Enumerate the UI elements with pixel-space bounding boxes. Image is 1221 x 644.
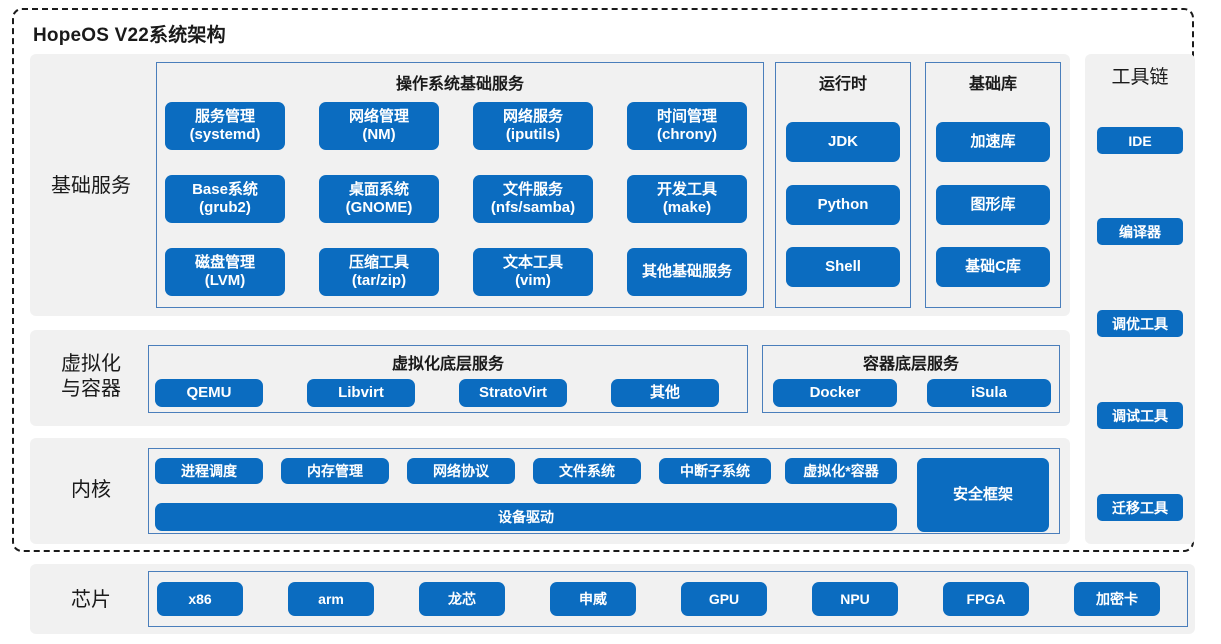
chip-isula[interactable]: iSula — [927, 379, 1051, 407]
chip-file-service[interactable]: 文件服务 (nfs/samba) — [473, 175, 593, 223]
chip-crypto-card[interactable]: 加密卡 — [1074, 582, 1160, 616]
chip-base-c-library[interactable]: 基础C库 — [936, 247, 1050, 287]
row-label-kernel: 内核 — [71, 479, 111, 501]
group-title-os-base-services: 操作系统基础服务 — [395, 76, 524, 93]
chip-network-management[interactable]: 网络管理 (NM) — [319, 102, 439, 150]
row-label-chips: 芯片 — [71, 589, 111, 611]
chip-virt-container[interactable]: 虚拟化*容器 — [785, 458, 897, 484]
chip-disk-management[interactable]: 磁盘管理 (LVM) — [165, 248, 285, 296]
chip-gpu[interactable]: GPU — [681, 582, 767, 616]
chip-stratovirt[interactable]: StratoVirt — [459, 379, 567, 407]
page-title: HopeOS V22系统架构 — [33, 25, 226, 46]
chip-graphics-library[interactable]: 图形库 — [936, 185, 1050, 225]
chip-jdk[interactable]: JDK — [786, 122, 900, 162]
chip-network-protocol[interactable]: 网络协议 — [407, 458, 515, 484]
chip-process-scheduler[interactable]: 进程调度 — [155, 458, 263, 484]
chip-x86[interactable]: x86 — [157, 582, 243, 616]
chip-accel-library[interactable]: 加速库 — [936, 122, 1050, 162]
toolchain-title: 工具链 — [1111, 67, 1169, 88]
group-title-runtime: 运行时 — [818, 76, 867, 93]
chip-fpga[interactable]: FPGA — [943, 582, 1029, 616]
chip-qemu[interactable]: QEMU — [155, 379, 263, 407]
chip-security-framework[interactable]: 安全框架 — [917, 458, 1049, 532]
chip-dev-tools[interactable]: 开发工具 (make) — [627, 175, 747, 223]
tool-chip-ide[interactable]: IDE — [1097, 127, 1183, 154]
tool-chip-migration[interactable]: 迁移工具 — [1097, 494, 1183, 521]
chip-compression-tools[interactable]: 压缩工具 (tar/zip) — [319, 248, 439, 296]
chip-text-tools[interactable]: 文本工具 (vim) — [473, 248, 593, 296]
row-label-virtualization: 虚拟化 与容器 — [61, 353, 121, 400]
chip-libvirt[interactable]: Libvirt — [307, 379, 415, 407]
tool-chip-debug[interactable]: 调试工具 — [1097, 402, 1183, 429]
chip-desktop-system[interactable]: 桌面系统 (GNOME) — [319, 175, 439, 223]
chip-python[interactable]: Python — [786, 185, 900, 225]
row-label-base-services: 基础服务 — [51, 175, 131, 197]
chip-shell[interactable]: Shell — [786, 247, 900, 287]
chip-npu[interactable]: NPU — [812, 582, 898, 616]
chip-sunway[interactable]: 申威 — [550, 582, 636, 616]
chip-virt-other[interactable]: 其他 — [611, 379, 719, 407]
group-title-virtualization-base-services: 虚拟化底层服务 — [391, 356, 504, 373]
chip-time-management[interactable]: 时间管理 (chrony) — [627, 102, 747, 150]
chip-device-driver[interactable]: 设备驱动 — [155, 503, 897, 531]
chip-interrupt-subsystem[interactable]: 中断子系统 — [659, 458, 771, 484]
toolchain-panel: 工具链 IDE 编译器 调优工具 调试工具 迁移工具 — [1085, 54, 1195, 544]
chip-arm[interactable]: arm — [288, 582, 374, 616]
chip-file-system[interactable]: 文件系统 — [533, 458, 641, 484]
tool-chip-compiler[interactable]: 编译器 — [1097, 218, 1183, 245]
chip-other-base-services[interactable]: 其他基础服务 — [627, 248, 747, 296]
chip-service-management[interactable]: 服务管理 (systemd) — [165, 102, 285, 150]
chip-docker[interactable]: Docker — [773, 379, 897, 407]
chip-memory-management[interactable]: 内存管理 — [281, 458, 389, 484]
group-title-container-base-services: 容器底层服务 — [862, 356, 959, 373]
group-title-base-library: 基础库 — [968, 76, 1017, 93]
chip-loongson[interactable]: 龙芯 — [419, 582, 505, 616]
chip-network-service[interactable]: 网络服务 (iputils) — [473, 102, 593, 150]
chip-base-system[interactable]: Base系统 (grub2) — [165, 175, 285, 223]
tool-chip-tuning[interactable]: 调优工具 — [1097, 310, 1183, 337]
